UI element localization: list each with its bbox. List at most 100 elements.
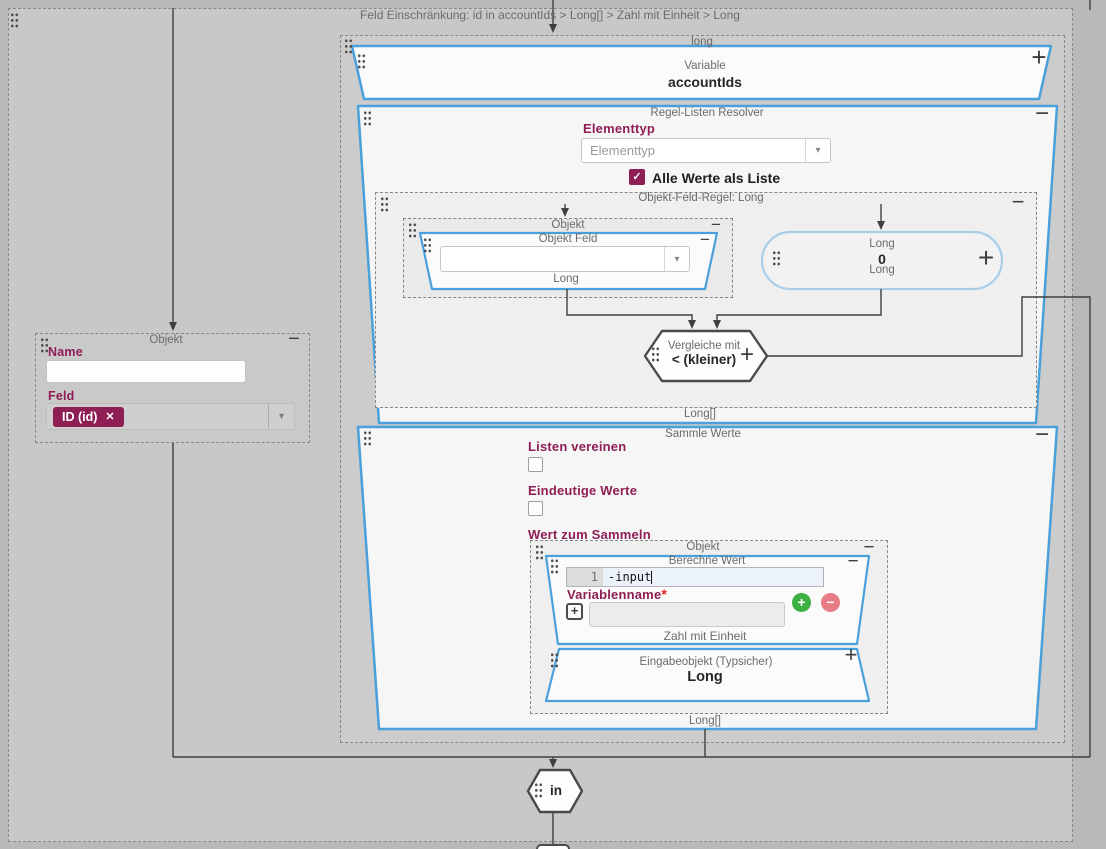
drag-handle[interactable] <box>550 652 559 669</box>
next-node-stub-shape[interactable] <box>536 844 570 849</box>
long-constant-value: 0 <box>878 251 886 267</box>
resolver-output-type: Long[] <box>684 408 716 420</box>
drag-handle[interactable] <box>363 110 372 127</box>
minimize-icon[interactable]: − <box>288 328 300 350</box>
ofr-objekt-title: Objekt <box>551 219 585 231</box>
field-chip[interactable]: ID (id) ✕ <box>53 406 124 427</box>
drag-handle[interactable] <box>534 782 543 799</box>
long-container-title: long <box>691 36 713 48</box>
drag-handle[interactable] <box>651 346 660 363</box>
add-icon[interactable]: + <box>977 242 995 273</box>
field-chip-label: ID (id) <box>62 409 98 424</box>
connector-line <box>716 289 882 327</box>
variablenname-label: Variablenname <box>567 587 662 602</box>
feld-label: Feld <box>48 389 75 403</box>
add-icon[interactable]: + <box>844 642 858 667</box>
sammle-output-type: Long[] <box>689 715 721 727</box>
eingabeobjekt-node-shape[interactable] <box>544 647 871 703</box>
wert-zum-sammeln-label: Wert zum Sammeln <box>528 527 651 542</box>
drag-handle[interactable] <box>363 430 372 447</box>
arrowheads <box>169 24 885 768</box>
drag-handle[interactable] <box>535 544 544 561</box>
objekt-feld-select[interactable]: ▾ <box>440 246 690 272</box>
chevron-down-icon[interactable]: ▾ <box>805 139 830 162</box>
sammle-werte-title: Sammle Werte <box>665 428 741 440</box>
eindeutige-werte-label: Eindeutige Werte <box>528 483 638 498</box>
drag-handle[interactable] <box>344 38 353 55</box>
variablenname-input[interactable] <box>589 602 785 627</box>
eindeutige-werte-checkbox[interactable] <box>528 501 543 516</box>
drag-handle[interactable] <box>423 237 432 254</box>
in-hexagon-shape[interactable] <box>526 768 584 814</box>
line-number: 1 <box>567 568 603 586</box>
sammle-objekt-title: Objekt <box>686 541 720 553</box>
text-cursor <box>651 570 653 584</box>
minimize-icon[interactable]: − <box>847 551 859 572</box>
variable-node-title: Variable <box>684 60 726 72</box>
feld-select[interactable]: ID (id) ✕ ▾ <box>46 403 295 430</box>
unit-type-label: Zahl mit Einheit <box>663 629 747 643</box>
variable-name-value: accountIds <box>668 74 742 90</box>
objekt-feld-select-value <box>441 247 664 271</box>
chevron-down-icon[interactable]: ▾ <box>268 404 294 429</box>
arrowhead-icon <box>561 208 569 217</box>
add-row-button[interactable]: + <box>792 593 811 612</box>
drag-handle[interactable] <box>40 337 49 354</box>
long-constant-node-shape[interactable] <box>760 230 1004 291</box>
compare-operator-value: < (kleiner) <box>671 352 737 367</box>
drag-handle[interactable] <box>380 196 389 213</box>
minimize-icon[interactable]: − <box>711 215 721 234</box>
arrowhead-icon <box>549 24 557 33</box>
required-asterisk: * <box>661 586 667 602</box>
connector-line <box>767 296 1091 757</box>
left-objekt-title: Objekt <box>149 334 183 346</box>
listen-vereinen-checkbox[interactable] <box>528 457 543 472</box>
resolver-node-title: Regel-Listen Resolver <box>650 107 764 119</box>
objekt-feld-title: Objekt Feld <box>538 233 598 245</box>
alle-werte-checkbox[interactable]: ✓ <box>629 169 645 185</box>
code-area[interactable]: -input <box>603 568 823 586</box>
elementtyp-select[interactable]: Elementtyp ▾ <box>581 138 831 163</box>
ofr-container-title: Objekt-Feld-Regel: Long <box>638 192 764 204</box>
expand-icon[interactable]: + <box>566 603 583 620</box>
name-input[interactable] <box>46 360 246 383</box>
alle-werte-label: Alle Werte als Liste <box>652 170 781 186</box>
drag-handle[interactable] <box>357 53 366 70</box>
code-text: -input <box>608 570 652 584</box>
berechne-wert-title: Berechne Wert <box>668 555 746 567</box>
feld-chip-area: ID (id) ✕ <box>47 406 268 427</box>
add-icon[interactable]: + <box>1031 42 1047 72</box>
minimize-icon[interactable]: − <box>863 537 875 558</box>
remove-row-button[interactable]: − <box>821 593 840 612</box>
chevron-down-icon[interactable]: ▾ <box>664 247 689 271</box>
elementtyp-label: Elementtyp <box>583 121 656 136</box>
root-constraint-title: Feld Einschränkung: id in accountIds > L… <box>360 8 740 22</box>
elementtyp-select-value: Elementtyp <box>590 143 656 158</box>
close-icon[interactable]: ✕ <box>105 411 115 423</box>
connector-lines <box>172 0 1091 845</box>
objekt-feld-output-type: Long <box>553 273 579 285</box>
name-label: Name <box>48 345 83 359</box>
variable-node-shape[interactable] <box>350 44 1053 101</box>
add-icon[interactable]: + <box>739 341 754 368</box>
code-editor[interactable]: 1 -input <box>566 567 824 587</box>
minimize-icon[interactable]: − <box>1034 421 1049 448</box>
arrowhead-icon <box>877 221 885 230</box>
long-constant-type-bottom: Long <box>869 264 895 276</box>
listen-vereinen-label: Listen vereinen <box>528 439 627 454</box>
drag-handle[interactable] <box>550 558 559 575</box>
minimize-icon[interactable]: − <box>1011 189 1025 214</box>
drag-handle[interactable] <box>772 250 781 267</box>
drag-handle[interactable] <box>408 222 417 239</box>
arrowhead-icon <box>713 320 721 329</box>
minimize-icon[interactable]: − <box>700 230 710 249</box>
minimize-icon[interactable]: − <box>1034 100 1049 127</box>
variablenname-label-row: Variablenname* <box>567 586 667 604</box>
in-operator-label: in <box>550 783 562 798</box>
drag-handle[interactable] <box>10 12 19 29</box>
arrowhead-icon <box>169 322 177 331</box>
long-constant-type-top: Long <box>869 238 895 250</box>
connector-line <box>566 289 693 327</box>
eingabeobjekt-type-value: Long <box>687 669 723 685</box>
